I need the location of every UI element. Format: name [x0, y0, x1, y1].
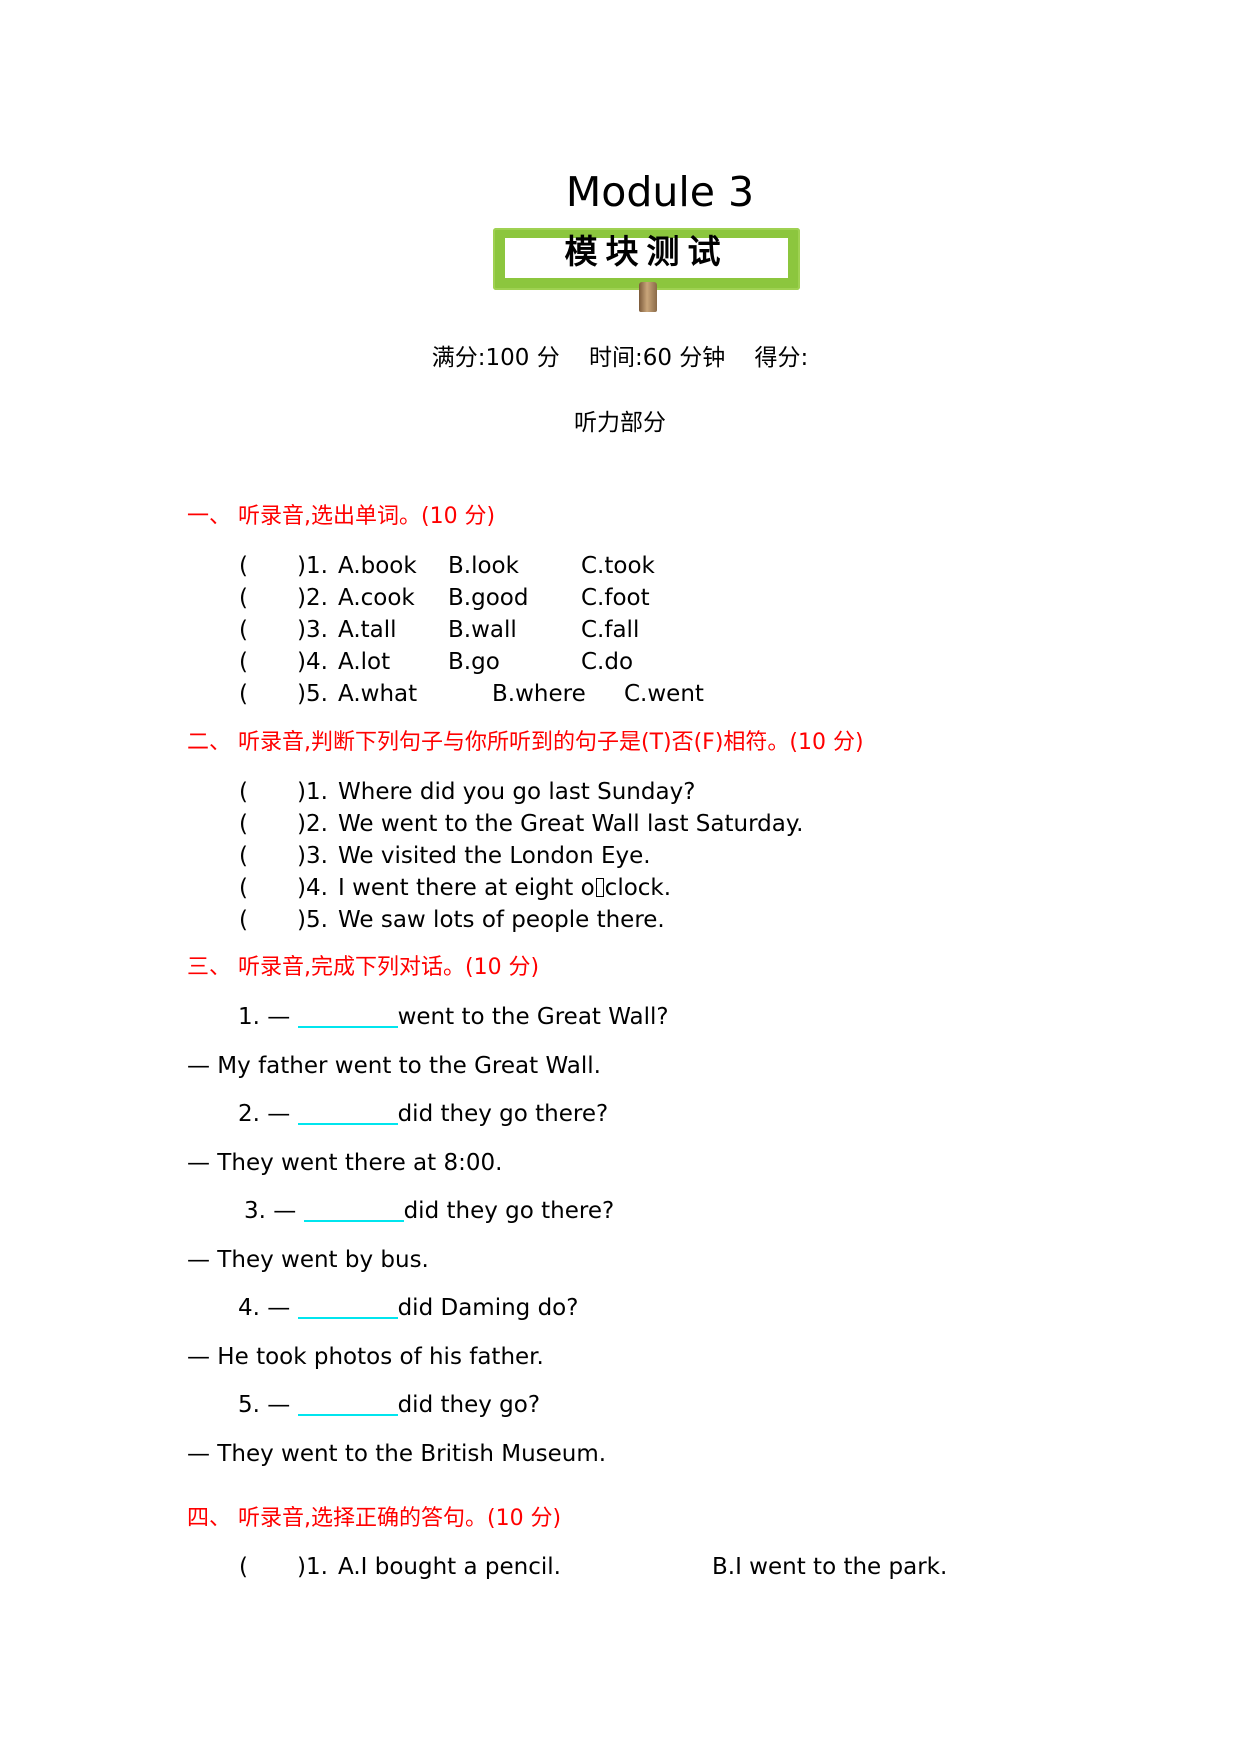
- statement-text: Where did you go last Sunday?: [338, 779, 696, 805]
- option-c: C.do: [581, 649, 634, 675]
- fill-blank[interactable]: [297, 1002, 398, 1028]
- statement-text: We visited the London Eye.: [338, 843, 651, 869]
- module-test-banner: 模块测试: [493, 228, 800, 312]
- dialogue-answer: — My father went to the Great Wall.: [187, 1053, 601, 1079]
- option-b: B.go: [448, 649, 500, 675]
- section-2-heading: 二、 听录音,判断下列句子与你所听到的句子是(T)否(F)相符。(10 分): [187, 730, 864, 755]
- fill-blank[interactable]: [297, 1390, 398, 1416]
- statement-text-start: I went there at eight o: [338, 875, 595, 901]
- option-a: A.I bought a pencil.: [338, 1554, 561, 1580]
- dialogue-answer: — They went there at 8:00.: [187, 1150, 503, 1176]
- option-b: B.wall: [448, 617, 517, 643]
- dialogue-answer: — He took photos of his father.: [187, 1344, 544, 1370]
- fill-blank[interactable]: [303, 1196, 404, 1222]
- option-b: B.good: [448, 585, 529, 611]
- option-c: C.fall: [581, 617, 640, 643]
- page-title: Module 3: [565, 168, 755, 216]
- dialogue-question: 5. — did they go?: [238, 1390, 540, 1419]
- question-text: went to the Great Wall?: [397, 1004, 669, 1030]
- item-number: )5.: [297, 907, 328, 933]
- answer-paren[interactable]: (: [239, 649, 248, 675]
- option-c: C.went: [624, 681, 704, 707]
- answer-paren[interactable]: (: [239, 585, 248, 611]
- statement-text: We went to the Great Wall last Saturday.: [338, 811, 804, 837]
- section-1-heading: 一、 听录音,选出单词。(10 分): [187, 504, 496, 529]
- statement-text: I went there at eight o clock.: [338, 874, 671, 902]
- dialogue-question: 4. — did Daming do?: [238, 1293, 578, 1322]
- item-number: )1.: [297, 553, 328, 579]
- question-number: 1. —: [238, 1004, 291, 1030]
- statement-text: We saw lots of people there.: [338, 907, 665, 933]
- dialogue-question: 2. — did they go there?: [238, 1099, 608, 1128]
- item-number: )5.: [297, 681, 328, 707]
- answer-paren[interactable]: (: [239, 875, 248, 901]
- question-text: did they go there?: [397, 1101, 609, 1127]
- item-number: )3.: [297, 617, 328, 643]
- dialogue-question: 1. — went to the Great Wall?: [238, 1002, 669, 1031]
- option-b: B.look: [448, 553, 519, 579]
- item-number: )2.: [297, 585, 328, 611]
- section-3-heading: 三、 听录音,完成下列对话。(10 分): [187, 955, 540, 980]
- question-number: 5. —: [238, 1392, 291, 1418]
- section-4-heading: 四、 听录音,选择正确的答句。(10 分): [187, 1506, 562, 1531]
- item-number: )1.: [297, 779, 328, 805]
- signpost-icon: [639, 282, 657, 312]
- option-a: A.lot: [338, 649, 391, 675]
- answer-paren[interactable]: (: [239, 907, 248, 933]
- item-number: )4.: [297, 649, 328, 675]
- score-info: 满分:100 分 时间:60 分钟 得分:: [431, 345, 809, 371]
- question-text: did Daming do?: [397, 1295, 579, 1321]
- fill-blank[interactable]: [297, 1293, 398, 1319]
- dialogue-answer: — They went to the British Museum.: [187, 1441, 607, 1467]
- option-b: B.where: [492, 681, 586, 707]
- fill-blank[interactable]: [297, 1099, 398, 1125]
- banner-inner-frame: [503, 236, 790, 280]
- answer-paren[interactable]: (: [239, 843, 248, 869]
- part-label: 听力部分: [574, 410, 666, 436]
- answer-paren[interactable]: (: [239, 553, 248, 579]
- option-c: C.foot: [581, 585, 650, 611]
- answer-paren[interactable]: (: [239, 617, 248, 643]
- dialogue-answer: — They went by bus.: [187, 1247, 429, 1273]
- question-text: did they go?: [397, 1392, 541, 1418]
- answer-paren[interactable]: (: [239, 681, 248, 707]
- option-a: A.book: [338, 553, 417, 579]
- item-number: )4.: [297, 875, 328, 901]
- statement-text-end: clock.: [604, 875, 672, 901]
- question-number: 3. —: [244, 1198, 297, 1224]
- item-number: )1.: [297, 1554, 328, 1580]
- answer-paren[interactable]: (: [239, 779, 248, 805]
- question-text: did they go there?: [403, 1198, 615, 1224]
- option-a: A.cook: [338, 585, 415, 611]
- dialogue-question: 3. — did they go there?: [244, 1196, 614, 1225]
- option-c: C.took: [581, 553, 655, 579]
- banner-label: 模块测试: [564, 232, 729, 271]
- question-number: 2. —: [238, 1101, 291, 1127]
- option-a: A.what: [338, 681, 418, 707]
- option-a: A.tall: [338, 617, 397, 643]
- missing-glyph-icon: [595, 878, 604, 897]
- answer-paren[interactable]: (: [239, 811, 248, 837]
- item-number: )2.: [297, 811, 328, 837]
- answer-paren[interactable]: (: [239, 1554, 248, 1580]
- item-number: )3.: [297, 843, 328, 869]
- question-number: 4. —: [238, 1295, 291, 1321]
- option-b: B.I went to the park.: [712, 1554, 948, 1580]
